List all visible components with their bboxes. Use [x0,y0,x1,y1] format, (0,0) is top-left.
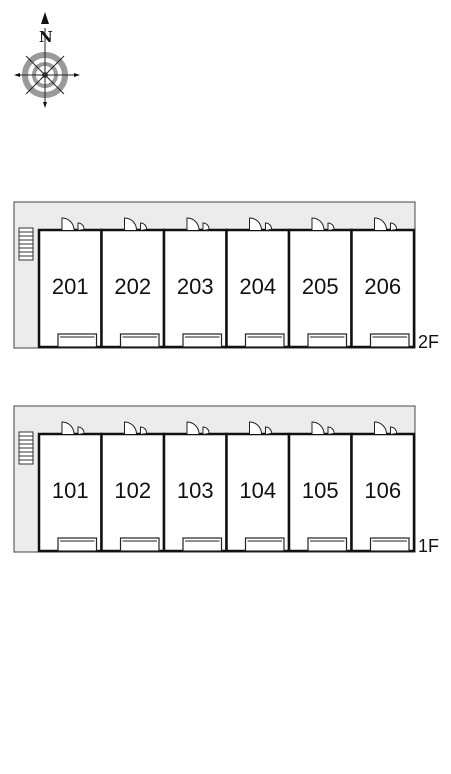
floor-1f: 101 102 103 104 105 106 1F [13,405,439,556]
north-arrow-icon [41,12,49,24]
unit-number: 203 [177,274,214,299]
door-icon [374,421,387,435]
door-icon [311,421,325,435]
west-arrow-icon [14,73,20,77]
stairs-icon [18,431,34,465]
floor-label: 2F [418,332,439,352]
meter-box-icon [140,426,147,434]
floors: 201 202 203 204 205 206 2F 101 102 103 104 105 106 1F [13,201,439,556]
unit-201: 201 [37,217,103,349]
meter-box-icon [265,426,272,434]
balcony [307,333,348,348]
unit-number: 202 [114,274,151,299]
unit-number: 101 [52,478,89,503]
unit-number: 105 [302,478,339,503]
balcony [182,537,223,552]
unit-204: 204 [225,217,291,349]
east-arrow-icon [74,73,80,77]
unit-room [350,432,416,553]
unit-102: 102 [100,421,166,553]
floor-label: 1F [418,536,439,556]
door-icon [249,421,262,435]
unit-number: 103 [177,478,214,503]
unit-101: 101 [37,421,103,553]
balcony [244,537,285,552]
compass-rose-icon [14,12,80,108]
meter-box-icon [390,426,397,434]
door-icon [61,217,75,231]
balcony [57,333,98,348]
meter-box-icon [327,426,335,434]
compass: N [14,12,80,108]
unit-106: 106 [350,421,416,553]
unit-203: 203 [162,217,228,349]
meter-box-icon [77,426,85,434]
balcony [119,537,160,552]
unit-206: 206 [350,217,416,349]
door-icon [124,217,137,231]
balcony [369,537,410,552]
meter-box-icon [140,222,147,230]
unit-number: 102 [114,478,151,503]
unit-105: 105 [287,421,353,553]
door-icon [249,217,262,231]
stairs-icon [18,227,34,261]
door-icon [186,217,200,231]
meter-box-icon [327,222,335,230]
meter-box-icon [390,222,397,230]
south-arrow-icon [43,102,47,108]
unit-number: 206 [364,274,401,299]
balcony [119,333,160,348]
balcony [307,537,348,552]
unit-number: 106 [364,478,401,503]
balcony [57,537,98,552]
meter-box-icon [202,222,210,230]
meter-box-icon [77,222,85,230]
compass-diag-line [25,55,65,95]
unit-103: 103 [162,421,228,553]
unit-room [225,432,291,553]
meter-box-icon [202,426,210,434]
door-icon [374,217,387,231]
unit-104: 104 [225,421,291,553]
unit-number: 204 [239,274,276,299]
door-icon [311,217,325,231]
door-icon [124,421,137,435]
unit-room [287,228,353,349]
floor-2f: 201 202 203 204 205 206 2F [13,201,439,352]
balcony [182,333,223,348]
unit-number: 205 [302,274,339,299]
meter-box-icon [265,222,272,230]
door-icon [61,421,75,435]
unit-205: 205 [287,217,353,349]
north-label: N [39,28,53,46]
unit-number: 201 [52,274,89,299]
unit-202: 202 [100,217,166,349]
door-icon [186,421,200,435]
balcony [369,333,410,348]
balcony [244,333,285,348]
unit-number: 104 [239,478,276,503]
